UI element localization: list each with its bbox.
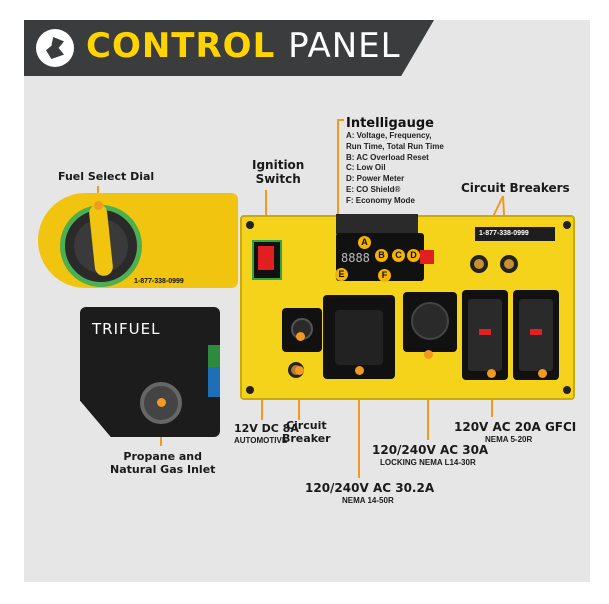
- green-stripe: [208, 345, 220, 367]
- dc-breaker-label-line1: Circuit: [285, 419, 327, 432]
- blue-stripe: [208, 367, 220, 397]
- breaker-marker: [295, 366, 304, 375]
- legend-item: C: Low Oil: [346, 163, 386, 173]
- legend-item: B: AC Overload Reset: [346, 152, 429, 162]
- brand-logo-icon: [36, 29, 74, 67]
- fuel-dial-marker: [94, 201, 103, 210]
- warning-label: [336, 214, 418, 234]
- inlet-label-line1: Propane and: [123, 450, 202, 463]
- gfci-marker-2: [538, 369, 547, 378]
- outlet-l14-30r-face: [411, 302, 449, 340]
- marker-f: F: [378, 269, 391, 282]
- page-title: CONTROL PANEL: [86, 26, 401, 66]
- screw: [246, 221, 254, 229]
- legend-item: F: Economy Mode: [346, 195, 415, 205]
- fuel-select-label: Fuel Select Dial: [58, 170, 155, 183]
- outlet-14-50r-face: [335, 310, 383, 365]
- legend-item: D: Power Meter: [346, 174, 405, 184]
- outlet-l14-label: 120/240V AC 30A: [372, 443, 489, 457]
- marker-c: C: [392, 249, 405, 262]
- gfci-reset-1[interactable]: [479, 329, 491, 335]
- legend-item: E: CO Shield®: [346, 184, 401, 194]
- gfci-label: 120V AC 20A GFCI: [454, 420, 577, 434]
- outlet-l14-marker: [424, 350, 433, 359]
- legend-item: Run Time, Total Run Time: [346, 141, 444, 151]
- gauge-digits: 8888: [341, 251, 370, 265]
- dc-marker: [296, 332, 305, 341]
- dc-sublabel: AUTOMOTIVE: [234, 436, 288, 445]
- gfci-marker-1: [487, 369, 496, 378]
- marker-a: A: [358, 236, 371, 249]
- inlet-marker: [157, 398, 166, 407]
- outlet-14-50-sublabel: NEMA 14-50R: [342, 496, 394, 505]
- ignition-label-line2: Switch: [255, 172, 301, 186]
- dc-breaker-label-line2: Breaker: [282, 432, 331, 445]
- circuit-breakers-label: Circuit Breakers: [461, 181, 570, 195]
- marker-e: E: [335, 268, 348, 281]
- outlet-14-50-label: 120/240V AC 30.2A: [305, 481, 435, 495]
- legend-item: A: Voltage, Frequency,: [346, 131, 432, 140]
- panel-phone: 1-877-338-0999: [475, 227, 555, 241]
- power-meter-tag: [420, 250, 434, 264]
- marker-b: B: [375, 249, 388, 262]
- outlet-l14-sublabel: LOCKING NEMA L14-30R: [380, 458, 476, 467]
- outlet-14-50-marker: [355, 366, 364, 375]
- intelligauge-legend: A: Voltage, Frequency, Run Time, Total R…: [346, 131, 444, 207]
- gfci-reset-2[interactable]: [530, 329, 542, 335]
- screw: [563, 221, 571, 229]
- screw: [246, 386, 254, 394]
- dc-label: 12V DC 8A: [234, 422, 299, 435]
- gfci-sublabel: NEMA 5-20R: [485, 435, 533, 444]
- inlet-label-line2: Natural Gas Inlet: [110, 463, 216, 476]
- marker-d: D: [407, 249, 420, 262]
- trifuel-logo: TRIFUEL: [92, 320, 161, 338]
- ignition-label-line1: Ignition: [252, 158, 305, 172]
- title-thin: PANEL: [288, 26, 401, 66]
- title-bold: CONTROL: [86, 26, 276, 66]
- circuit-breaker-2[interactable]: [500, 255, 518, 273]
- gfci-face-1: [468, 299, 502, 371]
- circuit-breaker-1[interactable]: [470, 255, 488, 273]
- intelligauge-title: Intelligauge: [346, 116, 434, 131]
- title-banner: [24, 20, 434, 76]
- gfci-face-2: [519, 299, 553, 371]
- ignition-rocker[interactable]: [258, 246, 274, 270]
- screw: [563, 386, 571, 394]
- dial-phone: 1-877-338-0999: [134, 278, 184, 285]
